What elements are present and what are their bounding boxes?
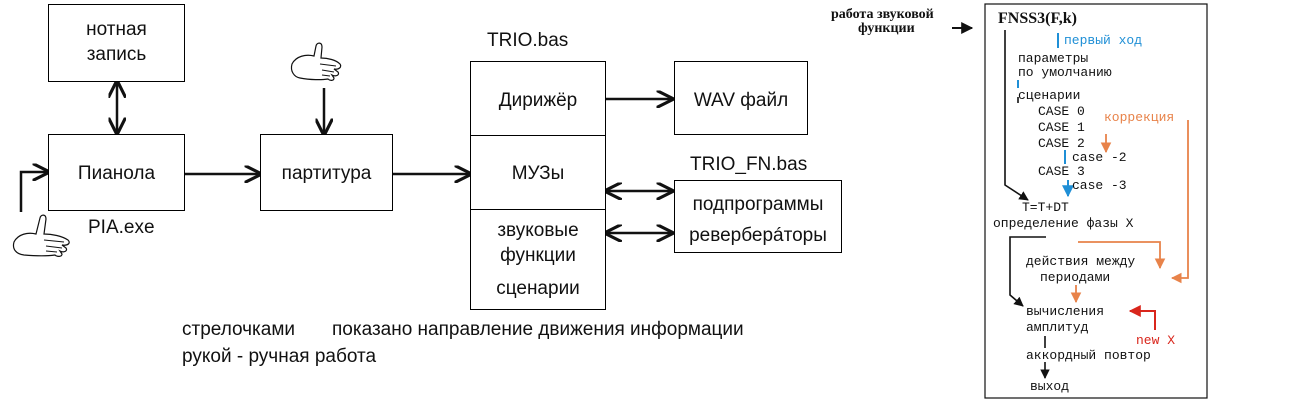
pianola-box: [48, 134, 185, 211]
arrow-hand-to-pianola: [19, 172, 48, 212]
fn-title: FNSS3(F,k): [998, 10, 1077, 27]
sound-functions-line1: звуковые: [497, 220, 579, 241]
red-newx-arrow: [1128, 305, 1156, 330]
trio-fn-box: [674, 180, 842, 253]
case2-label: CASE 2: [1038, 136, 1085, 151]
case0-label: CASE 0: [1038, 104, 1085, 119]
legend-line1-a: стрелочками: [182, 319, 296, 340]
wav-box: [674, 61, 808, 135]
muses-label: МУЗы: [511, 163, 565, 184]
phase-def-label: определение фазы X: [993, 216, 1134, 231]
side-label-line1: работа звуковой: [831, 7, 934, 22]
hand-pointing-up-icon: [12, 214, 70, 257]
case-minus3-label: case -3: [1072, 178, 1127, 193]
right-frame: [984, 3, 1208, 399]
legend-line1-b: показано направление движения информации: [332, 319, 744, 340]
calc-line2: амплитуд: [1026, 320, 1089, 335]
case3-label: CASE 3: [1038, 164, 1085, 179]
correction-label: коррекция: [1104, 110, 1175, 125]
score-box: [260, 134, 393, 211]
hand-pointing-down-icon: [290, 42, 342, 81]
params-line1: параметры: [1018, 51, 1089, 66]
note-box-line2: запись: [86, 44, 147, 65]
trio-divider-2: [470, 209, 606, 210]
between-line2: периодами: [1040, 270, 1111, 285]
params-line2: по умолчанию: [1018, 65, 1112, 80]
conductor-label: Дирижёр: [498, 90, 578, 111]
scenarios-label: сценарии: [496, 278, 580, 299]
trio-divider-1: [470, 135, 606, 136]
trio-box: [470, 61, 606, 310]
trio-caption: TRIO.bas: [487, 30, 569, 51]
exit-label: выход: [1030, 379, 1070, 394]
scenarios-right: сценарии: [1018, 88, 1081, 103]
flow-main-line: [1004, 30, 1029, 201]
new-x-label: new X: [1136, 333, 1176, 348]
chord-label: аккордный повтор: [1026, 348, 1151, 363]
side-label-line2: функции: [858, 21, 915, 36]
score-label: партитура: [281, 163, 372, 184]
orange-correction-loop: [1170, 120, 1189, 284]
note-box-line1: нотная: [86, 19, 147, 40]
wav-label: WAV файл: [693, 90, 789, 111]
case1-label: CASE 1: [1038, 120, 1085, 135]
orange-between-loop: [1078, 241, 1166, 270]
case-minus2-label: case -2: [1072, 150, 1127, 165]
t-update-label: T=T+DT: [1022, 200, 1069, 215]
pianola-caption: PIA.exe: [88, 217, 155, 238]
sound-functions-line2: функции: [500, 245, 576, 266]
calc-line1: вычисления: [1026, 304, 1105, 319]
note-box: [48, 4, 185, 82]
trio-fn-line1: подпрограммы: [692, 194, 824, 215]
legend-line2: рукой - ручная работа: [182, 346, 377, 367]
between-line1: действия между: [1026, 254, 1136, 269]
trio-fn-caption: TRIO_FN.bas: [690, 154, 808, 175]
pianola-label: Пианола: [77, 163, 156, 184]
flow-to-calc: [1009, 236, 1046, 307]
first-pass-label: первый ход: [1064, 33, 1143, 48]
trio-fn-line2: реверберáторы: [689, 225, 827, 246]
